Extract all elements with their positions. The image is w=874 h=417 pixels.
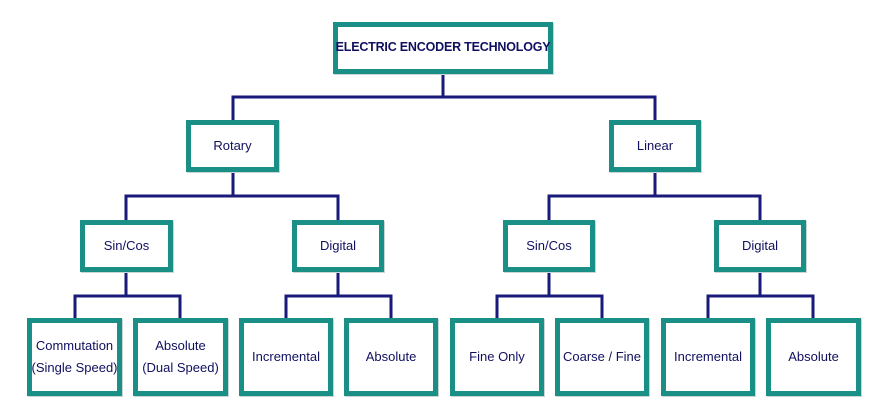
connector-root-rotary-linear bbox=[231, 72, 657, 122]
rotary-sincos-node: Sin/Cos bbox=[80, 220, 173, 272]
root-label: ELECTRIC ENCODER TECHNOLOGY bbox=[335, 40, 551, 55]
connector-rotary-digital-kids bbox=[284, 270, 393, 320]
linear-absolute-label: Absolute bbox=[788, 348, 839, 364]
rotary-label: Rotary bbox=[213, 137, 252, 153]
fine-only-label: Fine Only bbox=[469, 348, 525, 364]
root-node: ELECTRIC ENCODER TECHNOLOGY bbox=[333, 22, 553, 74]
rotary-node: Rotary bbox=[186, 120, 279, 172]
coarse-fine-label: Coarse / Fine bbox=[562, 348, 642, 364]
absolute-dual-line-2: (Dual Speed) bbox=[142, 360, 219, 375]
commutation-node: Commutation (Single Speed) bbox=[27, 318, 122, 396]
rotary-sincos-label: Sin/Cos bbox=[103, 237, 150, 253]
connector-linear-digital-kids bbox=[706, 270, 815, 320]
absolute-dual-line-1: Absolute bbox=[155, 337, 206, 353]
rotary-incremental-label: Incremental bbox=[252, 348, 320, 364]
connector-linear-sincos-kids bbox=[495, 270, 604, 320]
commutation-label: Commutation (Single Speed) bbox=[32, 335, 118, 379]
linear-label: Linear bbox=[636, 137, 674, 153]
absolute-dual-speed-label: Absolute (Dual Speed) bbox=[142, 335, 219, 379]
rotary-incremental-node: Incremental bbox=[239, 318, 333, 396]
connector-rotary-children bbox=[124, 170, 340, 222]
linear-absolute-node: Absolute bbox=[766, 318, 861, 396]
commutation-line-2: (Single Speed) bbox=[31, 360, 118, 375]
linear-sincos-label: Sin/Cos bbox=[526, 237, 572, 253]
linear-incremental-label: Incremental bbox=[674, 348, 742, 364]
rotary-digital-node: Digital bbox=[292, 220, 384, 272]
linear-sincos-node: Sin/Cos bbox=[503, 220, 595, 272]
connector-rotary-sincos-kids bbox=[73, 270, 182, 320]
connector-linear-children bbox=[547, 170, 762, 222]
linear-node: Linear bbox=[609, 120, 701, 172]
absolute-dual-speed-node: Absolute (Dual Speed) bbox=[133, 318, 228, 396]
linear-digital-node: Digital bbox=[714, 220, 806, 272]
rotary-absolute-label: Absolute bbox=[365, 348, 417, 364]
rotary-digital-label: Digital bbox=[319, 237, 357, 253]
commutation-line-1: Commutation bbox=[35, 337, 114, 353]
coarse-fine-node: Coarse / Fine bbox=[555, 318, 649, 396]
rotary-absolute-node: Absolute bbox=[344, 318, 438, 396]
linear-digital-label: Digital bbox=[741, 237, 779, 253]
fine-only-node: Fine Only bbox=[450, 318, 544, 396]
linear-incremental-node: Incremental bbox=[661, 318, 755, 396]
